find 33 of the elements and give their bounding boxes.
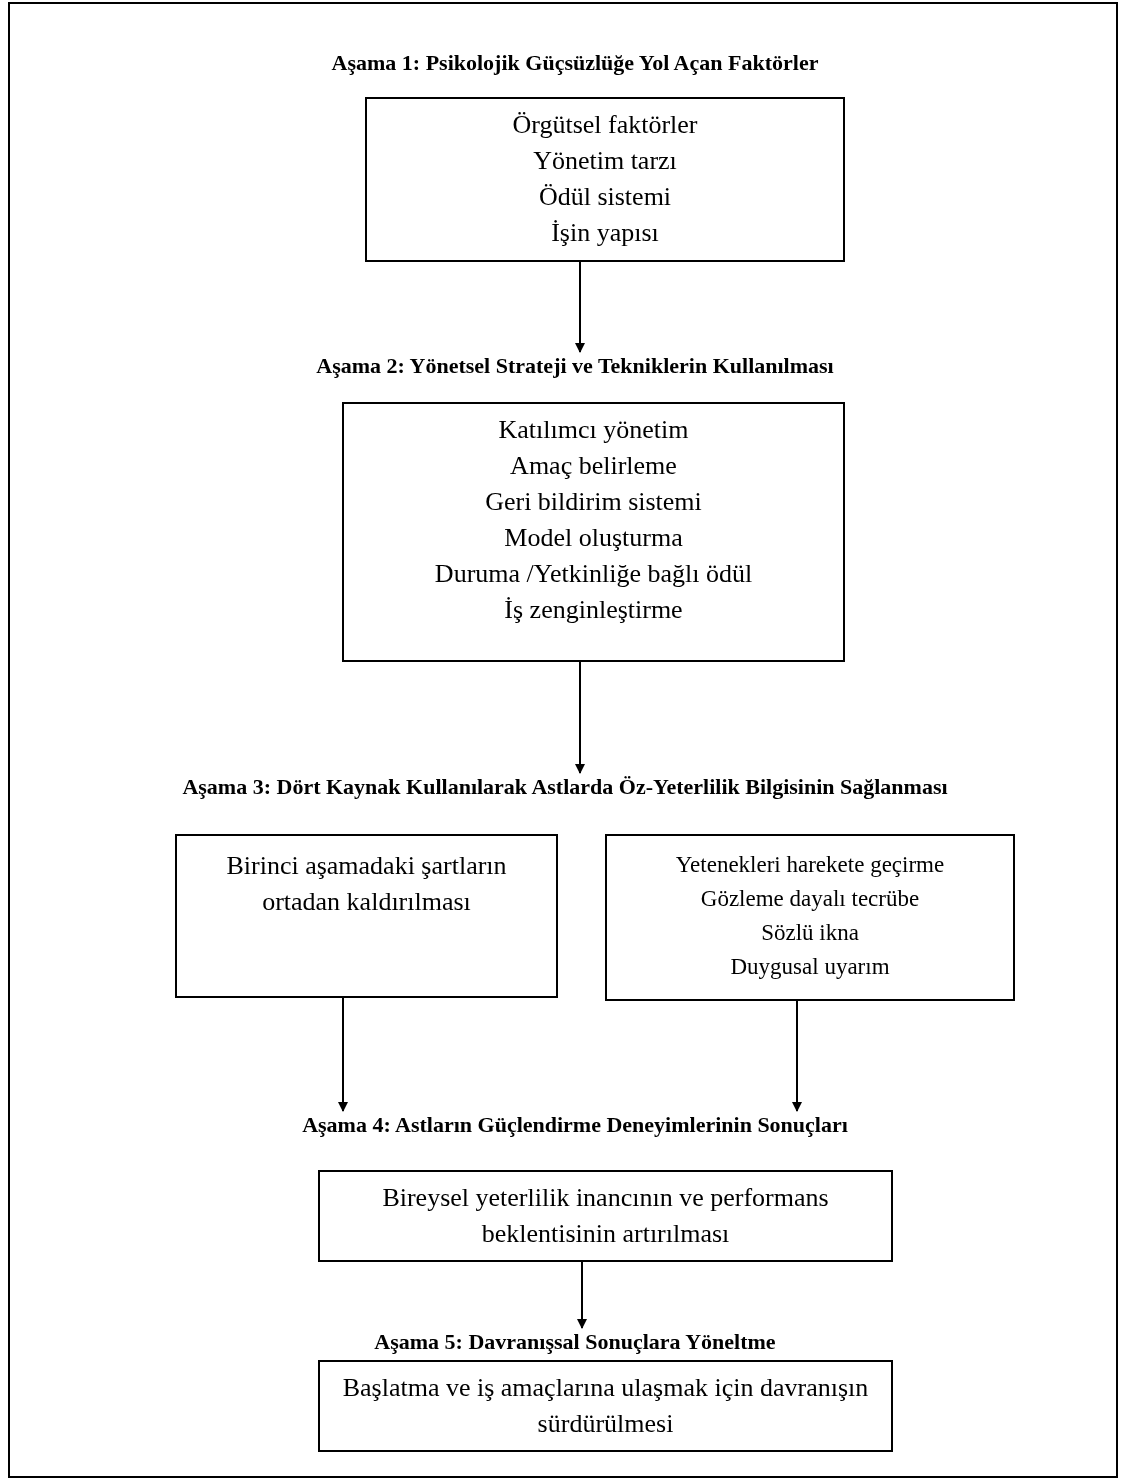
stage-heading: Aşama 1: Psikolojik Güçsüzlüğe Yol Açan Faktörler <box>331 50 819 76</box>
list-item: Geri bildirim sistemi <box>485 486 702 518</box>
list-item: Yetenekleri harekete geçirme <box>675 851 945 879</box>
box-text: Bireysel yeterlilik inancının ve performans beklentisinin artırılması <box>381 1182 830 1250</box>
arrow <box>575 261 585 353</box>
list-item: Model oluşturma <box>504 522 683 554</box>
list-item: Amaç belirleme <box>510 450 677 482</box>
process-box <box>605 834 1015 1001</box>
list-item: Katılımcı yönetim <box>498 414 689 446</box>
arrow <box>792 1000 802 1112</box>
stage-heading: Aşama 3: Dört Kaynak Kullanılarak Astlarda Öz-Yeterlilik Bilgisinin Sağlanması <box>182 774 948 800</box>
process-box <box>365 97 845 262</box>
arrow <box>575 661 585 774</box>
process-box <box>175 834 558 998</box>
stage-heading: Aşama 2: Yönetsel Strateji ve Tekniklerin Kullanılması <box>316 353 834 379</box>
list-item: Sözlü ikna <box>761 919 859 947</box>
list-item: Duygusal uyarım <box>730 953 890 981</box>
stage-heading: Aşama 4: Astların Güçlendirme Deneyimlerinin Sonuçları <box>302 1112 848 1138</box>
arrow <box>338 997 348 1112</box>
list-item: Duruma /Yetkinliğe bağlı ödül <box>434 558 753 590</box>
list-item: Yönetim tarzı <box>533 145 677 177</box>
list-item: İşin yapısı <box>551 217 659 249</box>
arrow <box>577 1261 587 1329</box>
list-item: Gözleme dayalı tecrübe <box>700 885 920 913</box>
box-text: Birinci aşamadaki şartların ortadan kaldırılması <box>225 850 508 918</box>
process-box <box>318 1170 893 1262</box>
list-item: Ödül sistemi <box>538 181 672 213</box>
process-box <box>318 1360 893 1452</box>
list-item: Örgütsel faktörler <box>512 109 698 141</box>
process-box <box>342 402 845 662</box>
box-text: Başlatma ve iş amaçlarına ulaşmak için davranışın sürdürülmesi <box>341 1372 870 1440</box>
list-item: İş zenginleştirme <box>504 594 683 626</box>
stage-heading: Aşama 5: Davranışsal Sonuçlara Yöneltme <box>374 1329 776 1355</box>
